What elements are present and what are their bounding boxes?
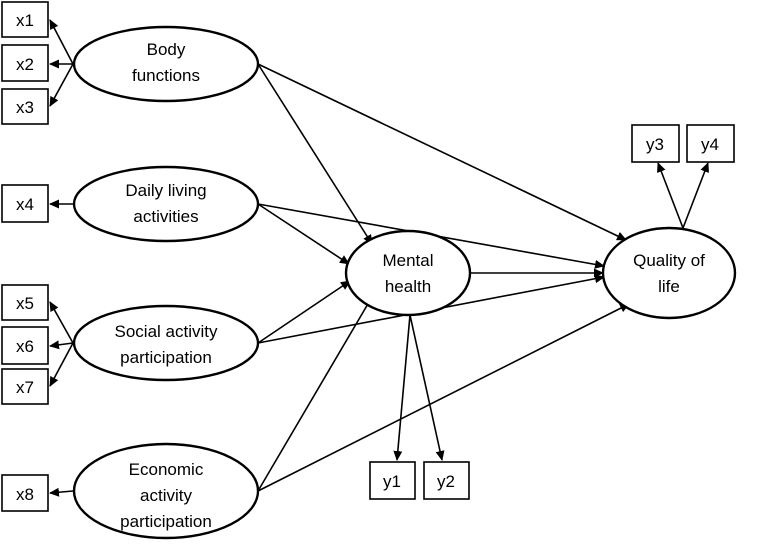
path-social-to-x5 — [49, 301, 74, 344]
svg-text:Economic: Economic — [129, 460, 204, 479]
svg-text:x5: x5 — [16, 294, 34, 313]
latent-daily-living-activities: Daily living activities — [72, 165, 260, 243]
path-quality-to-y4 — [682, 162, 709, 229]
svg-text:y3: y3 — [646, 135, 664, 154]
indicator-x4: x4 — [1, 184, 49, 223]
indicator-x7: x7 — [1, 368, 49, 405]
path-social-to-mental — [257, 280, 351, 344]
svg-text:x6: x6 — [16, 337, 34, 356]
path-body-to-x3 — [49, 63, 74, 107]
path-economic-to-x8 — [49, 487, 74, 497]
svg-text:Mental: Mental — [382, 251, 433, 270]
svg-text:Social activity: Social activity — [115, 322, 218, 341]
path-social-to-x7 — [49, 342, 74, 387]
path-body-to-mental — [257, 63, 373, 245]
svg-text:Daily living: Daily living — [125, 181, 206, 200]
svg-text:y4: y4 — [701, 135, 719, 154]
svg-text:functions: functions — [132, 66, 200, 85]
indicator-x5: x5 — [1, 284, 49, 321]
indicator-x6: x6 — [1, 326, 49, 365]
svg-text:y2: y2 — [437, 472, 455, 491]
svg-text:x7: x7 — [16, 378, 34, 397]
svg-text:x4: x4 — [16, 195, 34, 214]
latent-body-functions: Body functions — [72, 25, 260, 103]
indicator-x8: x8 — [1, 474, 49, 512]
indicator-y1: y1 — [369, 461, 416, 500]
indicator-x2: x2 — [1, 44, 49, 82]
svg-text:life: life — [658, 277, 680, 296]
path-quality-to-y3 — [657, 162, 684, 229]
svg-text:activity: activity — [140, 486, 192, 505]
path-body-to-x1 — [49, 19, 74, 65]
latent-quality-of-life: Quality of life — [601, 226, 737, 320]
indicator-x3: x3 — [1, 88, 49, 125]
path-mental-to-y2 — [409, 314, 445, 461]
path-economic-to-mental — [257, 296, 373, 492]
path-economic-to-quality — [257, 303, 630, 492]
path-social-to-x6 — [49, 340, 74, 350]
latent-economic-activity-participation: Economic activity participation — [72, 442, 260, 540]
svg-text:x2: x2 — [16, 55, 34, 74]
indicator-y4: y4 — [686, 124, 735, 163]
path-mental-to-y1 — [393, 314, 411, 461]
latent-social-activity-participation: Social activity participation — [72, 304, 260, 382]
svg-text:participation: participation — [120, 348, 212, 367]
svg-text:x1: x1 — [16, 11, 34, 30]
path-daily-to-mental — [257, 203, 350, 265]
svg-text:Body: Body — [147, 40, 186, 59]
indicator-x1: x1 — [1, 1, 49, 38]
svg-text:health: health — [385, 277, 431, 296]
indicator-y2: y2 — [423, 461, 470, 500]
svg-text:Quality of: Quality of — [633, 251, 705, 270]
svg-text:x3: x3 — [16, 98, 34, 117]
svg-text:y1: y1 — [383, 472, 401, 491]
latent-mental-health: Mental health — [344, 229, 472, 317]
svg-text:activities: activities — [133, 207, 198, 226]
path-body-to-quality — [257, 63, 627, 241]
indicator-y3: y3 — [631, 124, 680, 163]
svg-text:participation: participation — [120, 512, 212, 531]
svg-text:x8: x8 — [16, 485, 34, 504]
